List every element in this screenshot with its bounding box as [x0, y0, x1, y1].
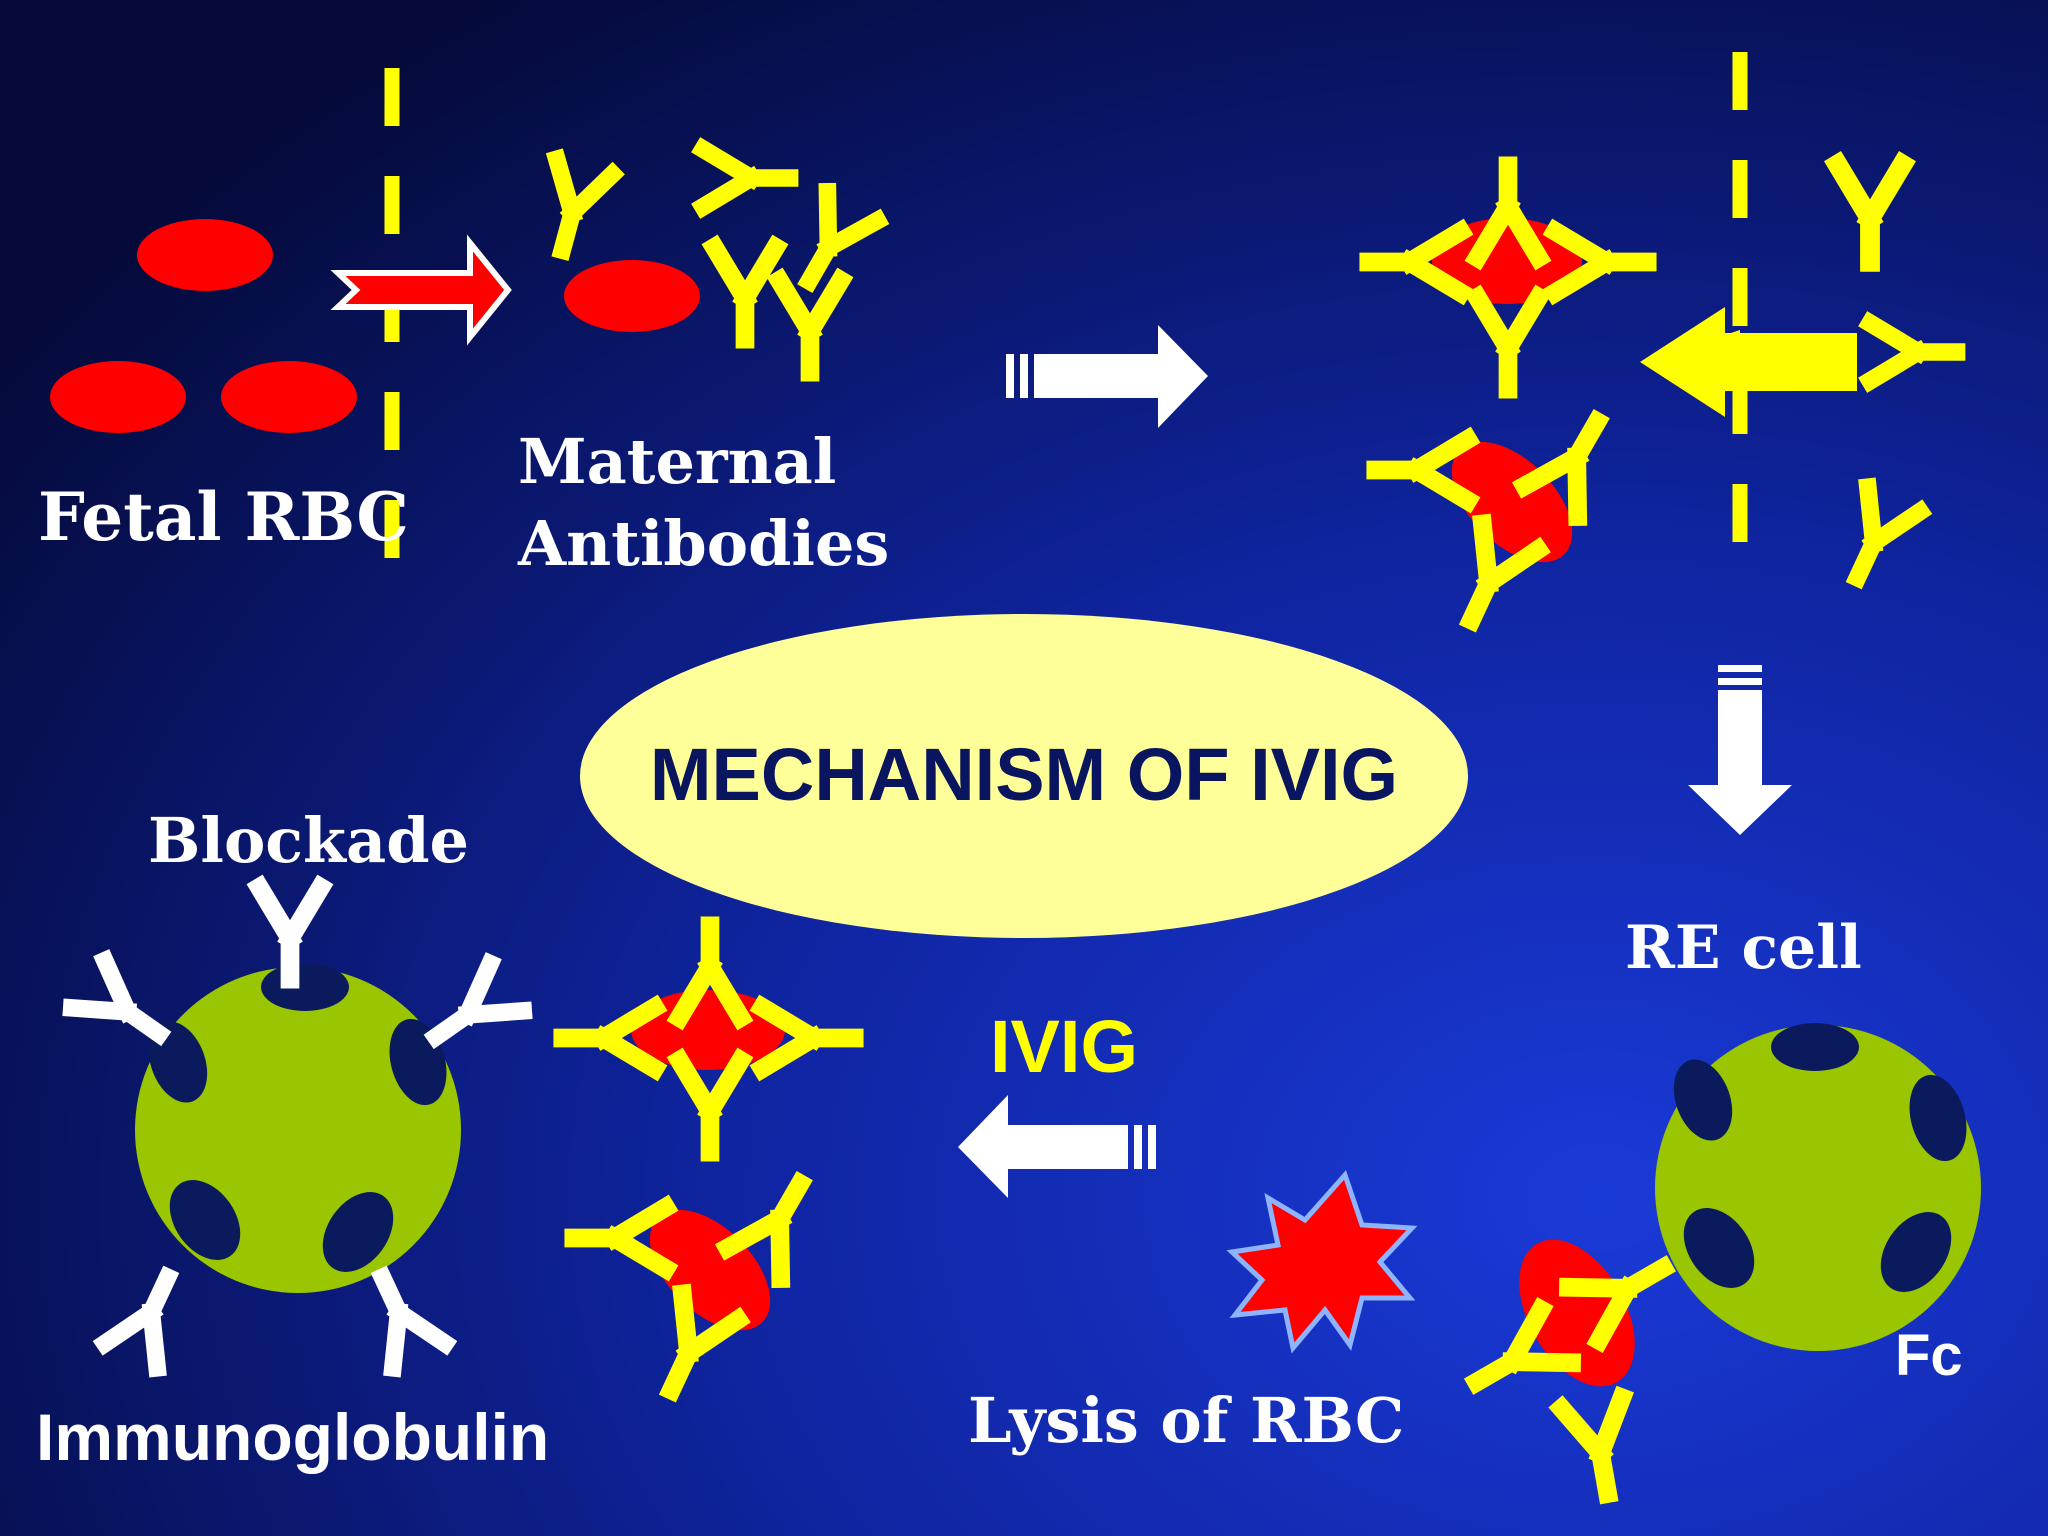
fetal-rbc-crossed	[564, 260, 700, 332]
arrow-right-top	[1006, 325, 1208, 428]
fetal-rbc-1	[137, 219, 273, 291]
maternal-antibodies-group	[534, 149, 877, 372]
blockade-label: Blockade	[148, 804, 469, 877]
coated-rbc-bottom-2	[574, 1168, 827, 1403]
coated-rbc-3	[1519, 1239, 1635, 1387]
maternal-label-line2: Antibodies	[517, 507, 889, 580]
arrow-down-right	[1688, 665, 1792, 835]
blocked-cell-body	[135, 967, 461, 1293]
rbc-bound-to-re-cell	[1461, 1220, 1678, 1499]
yellow-return-arrow-body	[1640, 307, 1857, 417]
re-cell-label: RE cell	[1625, 913, 1862, 983]
ivig-label: IVIG	[990, 1005, 1138, 1088]
fc-receptor	[1673, 1059, 1733, 1141]
title-oval	[580, 614, 1468, 938]
maternal-label-line1: Maternal	[518, 425, 836, 498]
fc-receptor	[322, 1192, 394, 1272]
coated-rbc-bottom-1	[563, 926, 854, 1152]
arrow-left-ivig	[958, 1095, 1156, 1198]
coated-rbc-top-right-2	[1376, 406, 1624, 633]
blocked-re-cell	[135, 963, 461, 1293]
fetal-rbc-group	[50, 219, 357, 433]
lysis-starburst-icon	[1226, 1170, 1418, 1354]
fetal-rbc-3	[221, 361, 357, 433]
coated-rbc-top-right	[1369, 166, 1647, 389]
page-title: MECHANISM OF IVIG	[650, 733, 1398, 816]
red-transfer-arrow	[330, 234, 512, 346]
fetal-rbc-2	[50, 361, 186, 433]
fc-receptor	[169, 1180, 241, 1260]
re-cell	[1655, 1023, 1981, 1351]
coated-rbc-5	[649, 1209, 771, 1331]
fc-receptor	[1771, 1023, 1859, 1071]
immunoglobulin-label: Immunoglobulin	[36, 1400, 549, 1474]
fc-receptor	[1683, 1208, 1755, 1288]
fc-receptor	[1880, 1212, 1952, 1292]
coated-rbc-2	[1451, 441, 1573, 563]
lysis-label: Lysis of RBC	[968, 1384, 1404, 1457]
fc-receptor	[261, 963, 349, 1011]
fc-receptor	[1909, 1074, 1967, 1162]
coated-rbc-1	[1432, 218, 1582, 304]
fetal-rbc-label: Fetal RBC	[38, 478, 409, 556]
fc-label: Fc	[1895, 1323, 1963, 1388]
